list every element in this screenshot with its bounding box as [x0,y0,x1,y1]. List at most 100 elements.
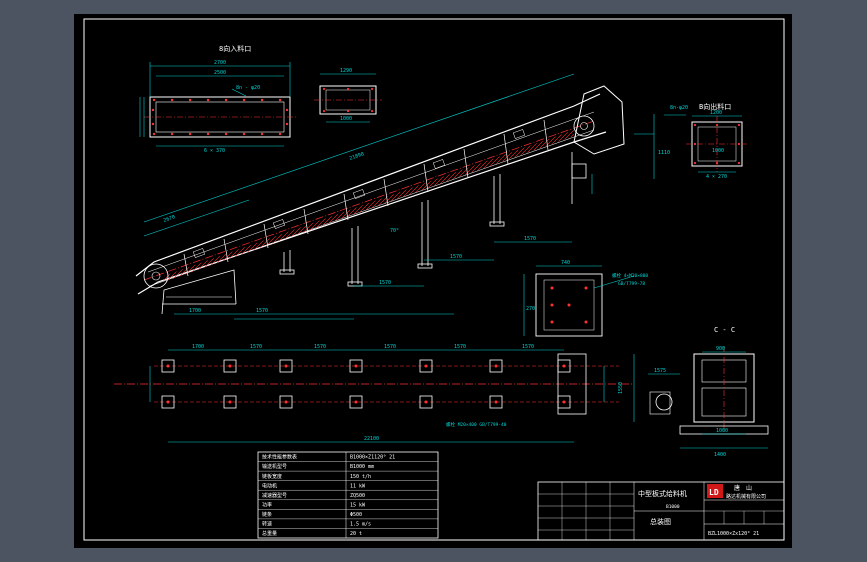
base-dim-1570-a: 1570 [250,344,262,350]
tech-row-label: 总重量 [262,530,277,537]
section-inner-dim: 1000 [716,428,728,434]
company-line1: 唐 山 [734,484,752,492]
tech-row-label: 链条 [262,511,272,518]
inlet-bottom-dim: 6 × 370 [204,148,225,154]
tail-sprocket [143,263,169,289]
drive-gearbox [649,391,671,415]
base-plan: 1700 1570 1570 1570 1570 1570 22100 螺栓 M… [114,344,634,443]
section-side-dim: 1575 [654,368,666,374]
section-height-dim: 1550 [618,382,624,394]
detail-top-dim: 740 [561,260,570,266]
tech-row-label: 电动机 [262,482,277,489]
tech-row-label: 功率 [262,501,272,508]
foundation-detail: 740 270 螺栓 4×M20×800 GB/T799-78 [523,260,648,337]
conveyor-top-chord [135,93,601,277]
tech-row-value: B1000×Z1120° 21 [350,455,395,461]
inlet-note: 8n - φ20 [236,85,260,91]
head-sprocket-hub [580,122,588,130]
base-bolts [166,364,566,404]
inlet-side-bolts [322,87,374,113]
conveyor-ribs [192,129,526,258]
conveyor-center-line [143,120,595,281]
outlet-title: B向出料口 [699,102,731,111]
tech-row-value: 1.5 m/s [350,522,371,528]
tail-sprocket-hub [151,271,161,281]
base-dim-lines [149,349,605,443]
drive-motor [655,393,673,411]
company-logo-icon [707,484,723,498]
dim-1570-d: 1570 [524,236,536,242]
section-top-dim: 900 [716,346,725,352]
tech-row-label: 转速 [262,521,272,528]
tech-row-value: ZQ500 [350,493,365,499]
detail-note-2: GB/T799-78 [618,281,645,287]
tech-table-rows: 技术性能参数表 B1000×Z1120° 21 输送机型号 B1000 mm 链板宽度 1… [258,454,438,537]
base-dim-1570-d: 1570 [454,344,466,350]
tech-row-label: 技术性能参数表 [262,454,297,461]
discharge-chute [571,163,587,179]
tech-row-label: 输送机型号 [262,463,287,470]
chain-band [164,130,574,282]
inlet-inner [155,101,285,133]
outlet-note: 8n-φ20 [670,105,688,111]
company-line2: 路达机械有限公司 [726,493,766,500]
inlet-side-view: 1290 1000 [314,68,382,123]
section-title: C - C [714,326,735,334]
dim-1570-b: 1570 [379,280,391,286]
section-view: C - C 1400 1000 900 1575 1550 [618,326,769,458]
inlet-title: 8向入料口 [219,44,251,53]
drawing-number: B1000 [666,504,680,510]
conveyor-panels [183,119,549,277]
inlet-side-top-dim: 1290 [340,68,352,74]
head-sprocket [573,115,595,137]
dim-1570-c: 1570 [450,254,462,260]
outlet-inner-dim: 1000 [712,148,724,154]
dim-1700: 1700 [189,308,201,314]
inlet-side-bottom-dim: 1000 [340,116,352,122]
conveyor-bottom-chord [137,131,607,295]
company-logo-text: LD [709,488,719,497]
base-pads [161,359,571,409]
inlet-view: 8向入料口 2700 2500 8n - φ20 6 × 370 [139,44,296,154]
model-code: BZL1000×Zx120° 21 [708,531,759,537]
length-lower-dim: 2670 [163,214,176,224]
tech-row-value: 20 t [350,531,362,537]
detail-bolts [550,286,588,324]
tech-table-frame [257,451,439,539]
detail-inner [543,279,595,331]
tail-support [161,269,237,315]
height-right-dim: 1110 [658,150,670,156]
tech-row-label: 链板宽度 [262,473,282,480]
conveyor-dim-lines [143,73,655,320]
support-legs [279,152,573,287]
detail-outer [535,273,603,337]
section-width-dim: 1400 [714,452,726,458]
base-dim-1570-e: 1570 [522,344,534,350]
outlet-top-dim: 1200 [710,110,722,116]
base-total-dim: 22100 [364,436,379,442]
detail-note-1: 螺栓 4×M20×800 [612,272,648,279]
drawing-name: 中型板式给料机 [638,489,687,498]
conveyor-inner-top [147,111,595,273]
inlet-inner-dim: 2500 [214,70,226,76]
sheet-name: 总装图 [650,517,671,526]
base-dim-1570-c: 1570 [384,344,396,350]
base-dim-1700: 1700 [192,344,204,350]
conveyor-elevation: 21890 2670 1110 1700 1570 1570 1570 1570… [135,73,670,320]
tech-row-label: 减速器型号 [262,492,287,499]
tech-row-value: 150 t/h [350,474,371,480]
tech-row-value: B1000 mm [350,464,374,470]
tech-row-value: 15 kW [350,502,366,508]
head-housing [573,85,625,155]
inlet-bolt-holes [151,98,289,136]
outlet-bolts [693,123,741,165]
base-bolt-note: 螺栓 M20×400 GB/T799-40 [446,421,507,428]
drawing-sheet: 8向入料口 2700 2500 8n - φ20 6 × 370 [74,14,792,548]
angle-note: 70° [390,228,399,234]
dim-1570-a: 1570 [256,308,268,314]
cad-drawing: 8向入料口 2700 2500 8n - φ20 6 × 370 [83,18,785,541]
tech-row-value: Φ500 [350,512,362,518]
title-block: LD 唐 山 路达机械有限公司 中型板式给料机 总装图 B1000 BZL100… [537,481,785,541]
detail-side-dim: 270 [526,306,535,312]
outlet-bottom-dim: 4 × 270 [706,174,727,180]
